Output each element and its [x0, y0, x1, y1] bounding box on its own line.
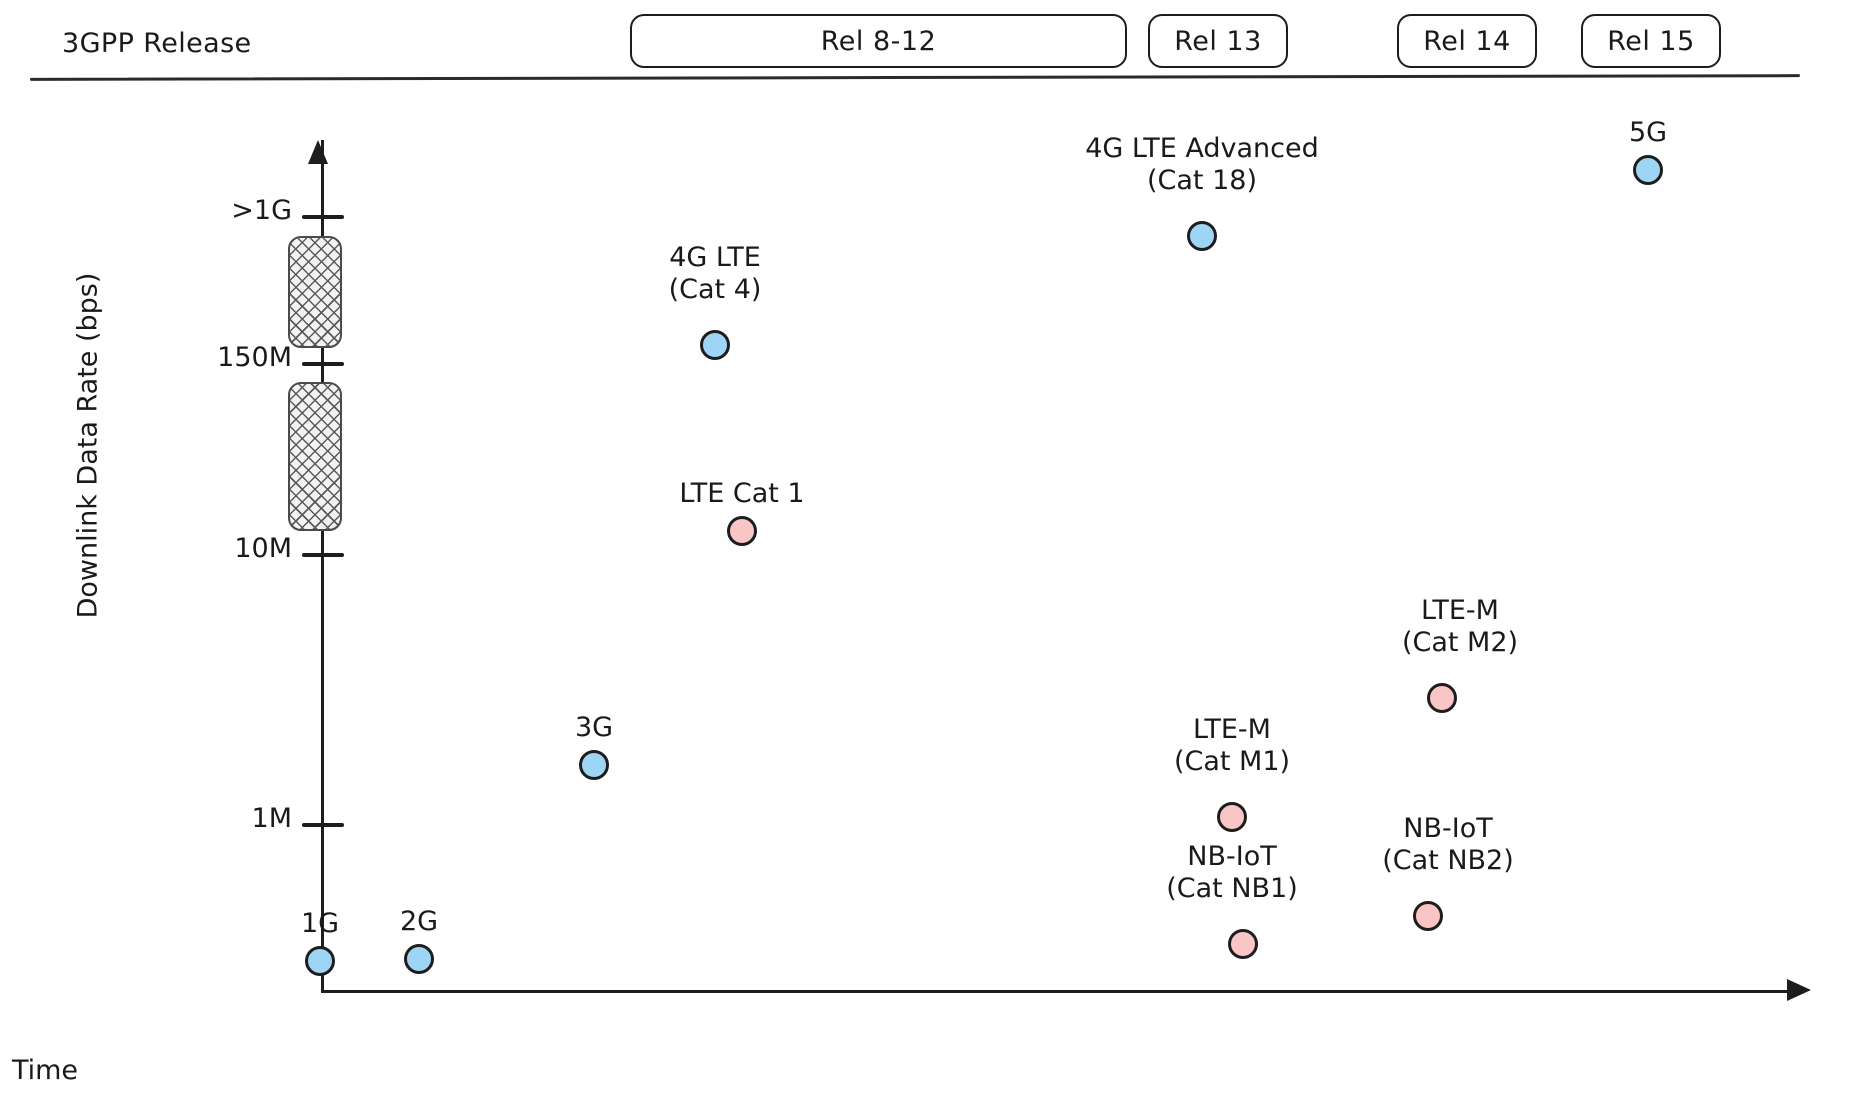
release-pill-rel-14[interactable]: Rel 14	[1397, 14, 1537, 68]
data-point-label-4g-lte-advanced-cat-18: 4G LTE Advanced (Cat 18)	[1085, 133, 1319, 196]
data-point-label-3g: 3G	[574, 712, 614, 743]
data-point-3g[interactable]	[579, 750, 609, 780]
data-point-1g[interactable]	[305, 946, 335, 976]
release-axis-label: 3GPP Release	[62, 28, 252, 59]
data-point-label-nb-iot-cat-nb2: NB-IoT (Cat NB2)	[1382, 813, 1514, 876]
data-point-label-lte-m-cat-m1: LTE-M (Cat M1)	[1173, 714, 1291, 777]
data-point-label-4g-lte-cat-4: 4G LTE (Cat 4)	[668, 242, 762, 305]
y-tick-mark	[302, 215, 344, 219]
data-point-label-lte-cat-1: LTE Cat 1	[679, 478, 805, 509]
data-point-lte-m-cat-m1[interactable]	[1217, 802, 1247, 832]
x-axis-title-text: Time	[11, 1055, 79, 1086]
y-tick-label-150M: 150M	[217, 342, 292, 373]
y-tick-label-1M: 1M	[251, 803, 292, 834]
y-axis-title: Downlink Data Rate (bps)	[72, 272, 104, 619]
data-point-lte-cat-1[interactable]	[727, 516, 757, 546]
y-axis-arrow	[308, 140, 328, 164]
y-tick-label-1G: >1G	[231, 195, 292, 226]
release-pill-rel-15[interactable]: Rel 15	[1581, 14, 1721, 68]
data-point-nb-iot-cat-nb1[interactable]	[1228, 929, 1258, 959]
data-point-4g-lte-advanced-cat-18[interactable]	[1187, 221, 1217, 251]
x-axis-arrow	[1787, 979, 1811, 1001]
data-point-label-lte-m-cat-m2: LTE-M (Cat M2)	[1401, 595, 1519, 658]
data-point-5g[interactable]	[1633, 155, 1663, 185]
data-point-2g[interactable]	[404, 944, 434, 974]
release-pill-rel-13[interactable]: Rel 13	[1148, 14, 1288, 68]
data-point-4g-lte-cat-4[interactable]	[700, 330, 730, 360]
y-tick-label-10M: 10M	[234, 533, 292, 564]
header-divider	[29, 74, 1801, 81]
data-point-label-nb-iot-cat-nb1: NB-IoT (Cat NB1)	[1166, 841, 1298, 904]
axis-break-hatch	[288, 236, 342, 348]
data-point-label-1g: 1G	[300, 908, 340, 939]
data-point-lte-m-cat-m2[interactable]	[1427, 683, 1457, 713]
y-tick-mark	[302, 362, 344, 366]
data-point-label-2g: 2G	[399, 906, 439, 937]
x-axis-title: Time	[0, 1055, 1852, 1086]
release-pill-rel-8-12[interactable]: Rel 8-12	[630, 14, 1127, 68]
y-axis-line	[321, 140, 324, 992]
y-tick-mark	[302, 823, 344, 827]
data-point-label-5g: 5G	[1628, 117, 1668, 148]
data-point-nb-iot-cat-nb2[interactable]	[1413, 901, 1443, 931]
axis-break-hatch	[288, 382, 342, 531]
x-axis-line	[321, 990, 1796, 993]
y-tick-mark	[302, 553, 344, 557]
